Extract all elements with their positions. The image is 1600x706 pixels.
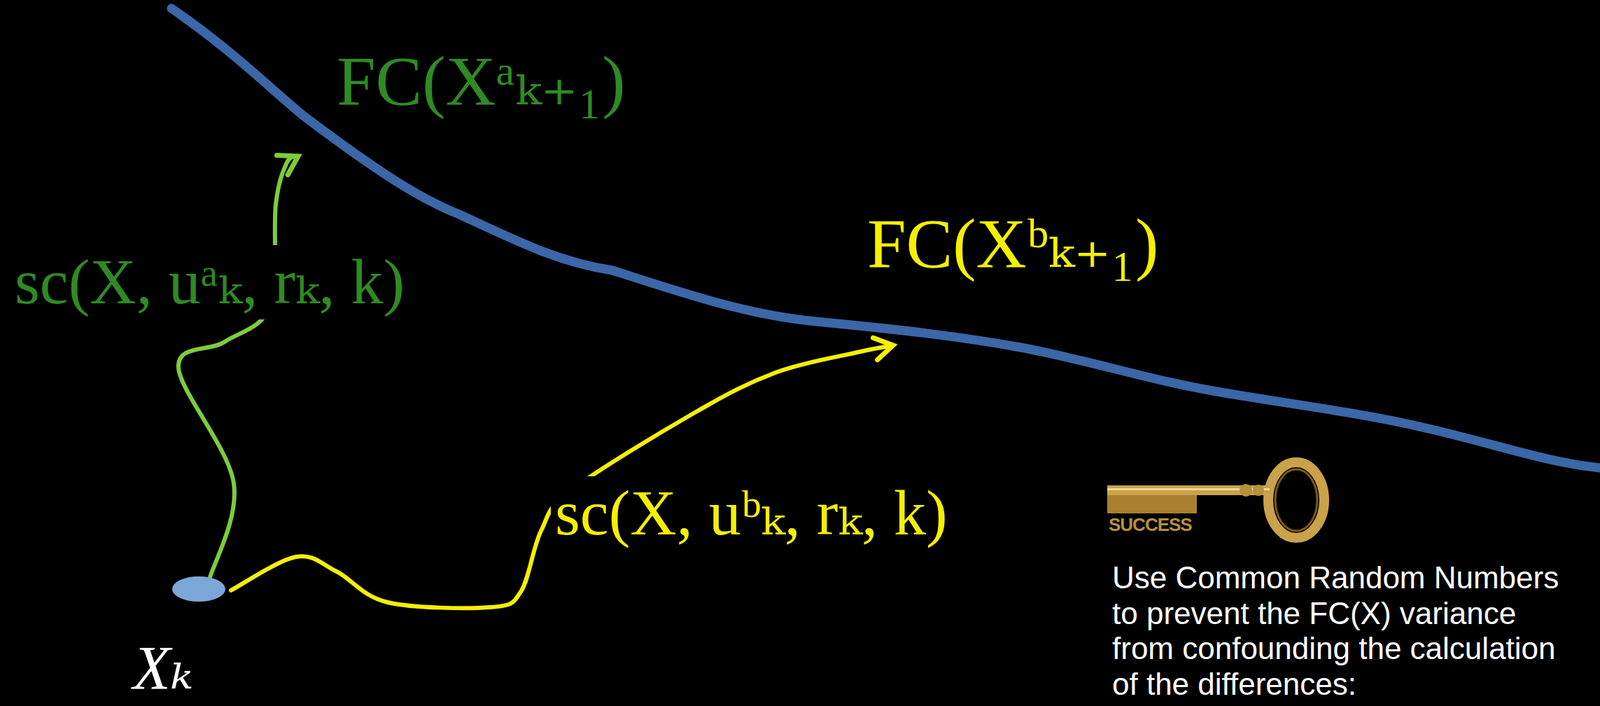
state-dot: Xₖ [172,576,226,602]
blue-boundary-line [171,8,1600,468]
transition-curve [178,156,299,579]
transition-label: sc(X, uᵇₖ, rₖ, k) [550,475,952,551]
value-node: FC(Xᵃₖ₊₁) [336,40,626,122]
value-node: FC(Xᵇₖ₊₁) [867,202,1159,284]
state-label: Xₖ [132,632,194,703]
key-icon [1107,461,1325,538]
note-text: Use Common Random Numbers to prevent the… [1112,559,1568,702]
transition-label: sc(X, uᵃₖ, rₖ, k) [10,244,409,320]
value-label: FC(Xᵃₖ₊₁) [336,40,626,122]
value-label: FC(Xᵇₖ₊₁) [867,202,1159,284]
dot-fill [172,576,226,602]
key-caption: SUCCESS [1108,514,1192,536]
dot-shape [172,576,226,602]
